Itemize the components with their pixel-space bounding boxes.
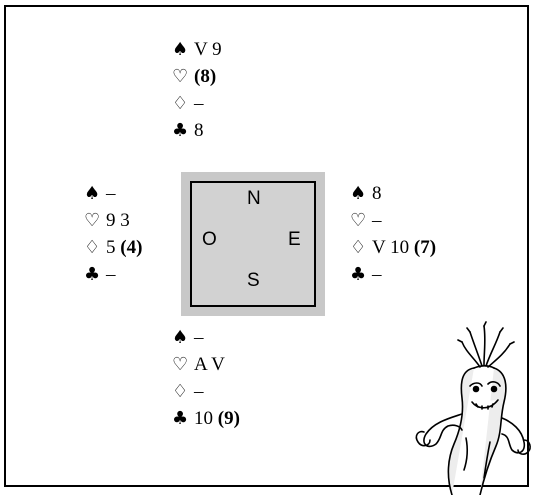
- west-spades-row: ♠–: [84, 180, 142, 207]
- east-diamonds-played: (7): [413, 237, 437, 258]
- spade-icon: ♠: [172, 327, 189, 348]
- club-icon: ♣: [350, 264, 367, 285]
- north-hearts-played: (8): [194, 66, 217, 87]
- south-hearts-row: ♡A V: [172, 351, 240, 378]
- diamond-icon: ♢: [172, 381, 189, 402]
- diamond-icon: ♢: [172, 93, 189, 114]
- north-hand: ♠V 9 ♡(8) ♢– ♣8: [172, 36, 222, 144]
- west-hand: ♠– ♡9 3 ♢5 (4) ♣–: [84, 180, 142, 288]
- south-hearts-cards: A V: [194, 354, 225, 375]
- heart-icon: ♡: [350, 210, 367, 231]
- west-spades-cards: –: [106, 183, 116, 204]
- south-diamonds-row: ♢–: [172, 378, 240, 405]
- south-clubs-cards: 10: [194, 408, 213, 429]
- pepper-mascot-icon: [415, 321, 531, 495]
- south-spades-cards: –: [194, 327, 204, 348]
- south-hand: ♠– ♡A V ♢– ♣10 (9): [172, 324, 240, 432]
- west-hearts-cards: 9 3: [106, 210, 130, 231]
- compass-south-label: S: [247, 270, 260, 291]
- east-hearts-row: ♡–: [350, 207, 436, 234]
- south-spades-row: ♠–: [172, 324, 240, 351]
- west-diamonds-cards: 5: [106, 237, 116, 258]
- east-diamonds-cards: V 10: [372, 237, 410, 258]
- south-clubs-played: (9): [217, 408, 240, 429]
- club-icon: ♣: [172, 408, 189, 429]
- east-spades-cards: 8: [372, 183, 382, 204]
- north-diamonds-cards: –: [194, 93, 204, 114]
- spade-icon: ♠: [350, 183, 367, 204]
- diamond-icon: ♢: [350, 237, 367, 258]
- north-diamonds-row: ♢–: [172, 90, 222, 117]
- compass-east-label: E: [288, 229, 301, 250]
- diamond-icon: ♢: [84, 237, 101, 258]
- heart-icon: ♡: [84, 210, 101, 231]
- heart-icon: ♡: [172, 66, 189, 87]
- west-diamonds-played: (4): [120, 237, 143, 258]
- north-spades-cards: V 9: [194, 39, 222, 60]
- east-hearts-cards: –: [372, 210, 382, 231]
- compass-box: N O E S: [181, 172, 325, 316]
- compass-inner: N O E S: [190, 181, 316, 307]
- compass-west-label: O: [202, 229, 217, 250]
- spade-icon: ♠: [172, 39, 189, 60]
- east-clubs-cards: –: [372, 264, 382, 285]
- club-icon: ♣: [172, 120, 189, 141]
- west-clubs-cards: –: [106, 264, 116, 285]
- spade-icon: ♠: [84, 183, 101, 204]
- east-spades-row: ♠8: [350, 180, 436, 207]
- east-diamonds-row: ♢V 10 (7): [350, 234, 436, 261]
- south-clubs-row: ♣10 (9): [172, 405, 240, 432]
- east-clubs-row: ♣–: [350, 261, 436, 288]
- north-clubs-cards: 8: [194, 120, 204, 141]
- east-hand: ♠8 ♡– ♢V 10 (7) ♣–: [350, 180, 436, 288]
- north-clubs-row: ♣8: [172, 117, 222, 144]
- heart-icon: ♡: [172, 354, 189, 375]
- north-hearts-row: ♡(8): [172, 63, 222, 90]
- west-clubs-row: ♣–: [84, 261, 142, 288]
- north-spades-row: ♠V 9: [172, 36, 222, 63]
- west-diamonds-row: ♢5 (4): [84, 234, 142, 261]
- south-diamonds-cards: –: [194, 381, 204, 402]
- west-hearts-row: ♡9 3: [84, 207, 142, 234]
- compass-north-label: N: [247, 188, 261, 209]
- club-icon: ♣: [84, 264, 101, 285]
